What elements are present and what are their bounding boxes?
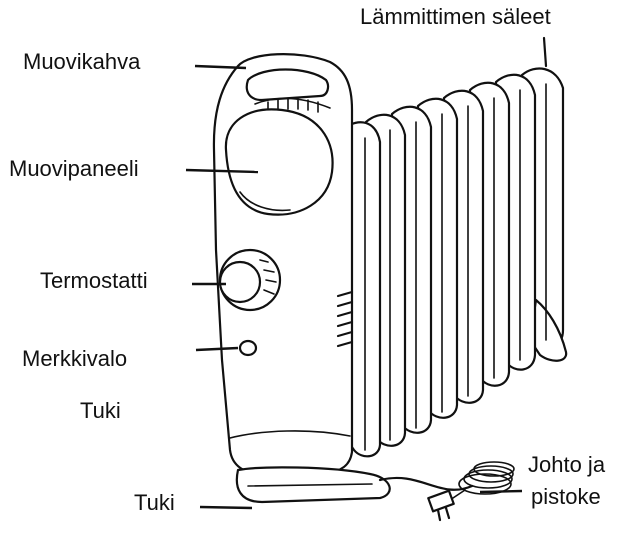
label-plastic-panel: Muovipaneeli <box>9 158 139 180</box>
label-cord-line2: pistoke <box>531 486 601 508</box>
label-radiator-fins: Lämmittimen säleet <box>360 6 551 28</box>
label-support-upper: Tuki <box>80 400 121 422</box>
heater-foot <box>237 467 390 502</box>
heater-fins <box>345 68 566 456</box>
indicator-lamp <box>240 341 256 355</box>
label-cord-line1: Johto ja <box>528 454 605 476</box>
label-indicator-light: Merkkivalo <box>22 348 127 370</box>
label-support-lower: Tuki <box>134 492 175 514</box>
label-thermostat: Termostatti <box>40 270 148 292</box>
label-plastic-handle: Muovikahva <box>23 51 140 73</box>
thermostat-knob <box>220 250 280 310</box>
